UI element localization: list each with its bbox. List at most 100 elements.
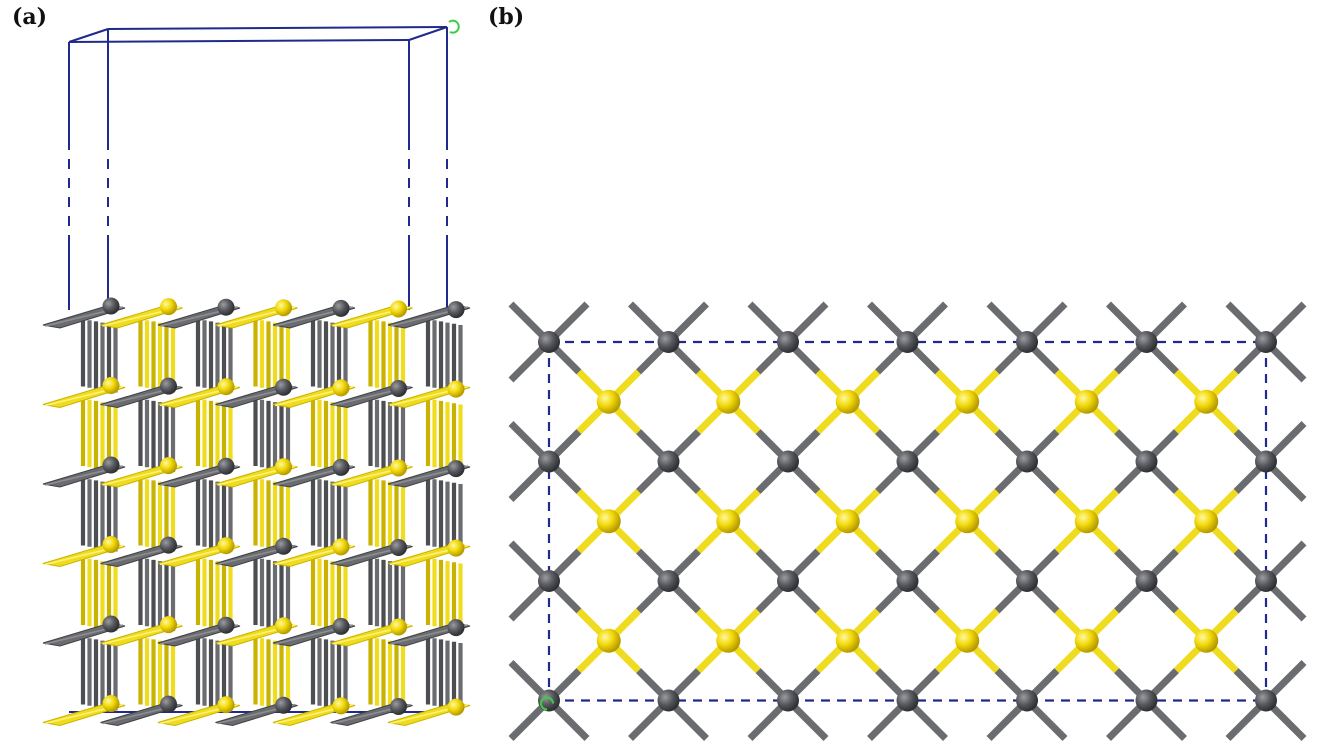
dark-atom [160, 377, 177, 395]
dark-atom [1135, 450, 1158, 473]
dark-atom [657, 689, 680, 712]
yellow-atom [390, 459, 407, 477]
dark-atom [217, 298, 235, 316]
dark-atom [1255, 689, 1277, 712]
side-view-panel [42, 19, 471, 727]
dark-atom [390, 539, 407, 556]
dark-atom [102, 456, 120, 474]
yellow-atom [596, 509, 621, 534]
dark-atom [275, 378, 292, 396]
dark-atom [1016, 570, 1038, 592]
dark-atom [1255, 331, 1277, 353]
yellow-atom [447, 698, 465, 716]
dark-atom [447, 619, 465, 637]
dark-atom [896, 331, 919, 353]
dark-atom [657, 570, 680, 592]
yellow-atom [716, 389, 741, 414]
dark-atom [160, 695, 177, 713]
yellow-atom [955, 509, 980, 534]
dark-atom [777, 689, 799, 712]
dark-atom [1255, 450, 1277, 473]
dark-atom [538, 331, 560, 353]
dark-atom [217, 457, 235, 475]
dark-atom [447, 301, 465, 319]
dark-atom [102, 615, 120, 633]
dark-atom [1016, 331, 1038, 353]
dark-atom [390, 698, 407, 715]
origin-marker-icon [540, 696, 554, 711]
yellow-atom [217, 378, 235, 396]
yellow-atom [955, 628, 980, 653]
top-view-panel [508, 301, 1307, 741]
yellow-atom [332, 379, 350, 397]
dark-atom [1135, 331, 1158, 353]
dark-atom [896, 570, 919, 592]
dark-atom [332, 617, 350, 635]
panel-label-a: (a) [12, 4, 48, 30]
yellow-atom [275, 458, 292, 476]
yellow-atom [1074, 509, 1099, 534]
cell-edge [408, 26, 448, 41]
yellow-atom [390, 300, 407, 318]
yellow-atom [835, 509, 860, 534]
dark-atom [160, 536, 177, 554]
yellow-atom [160, 616, 177, 634]
dark-atom [777, 450, 799, 473]
yellow-atom [160, 457, 177, 475]
yellow-atom [217, 537, 235, 555]
yellow-atom [102, 377, 120, 394]
unit-cell-dashed-outline [547, 340, 1268, 702]
yellow-atom [102, 695, 120, 712]
yellow-atom [1074, 628, 1099, 653]
yellow-atom [390, 618, 407, 636]
panel-label-b: (b) [488, 4, 525, 30]
dark-atom [896, 689, 919, 712]
dark-atom [1016, 689, 1038, 712]
axis-origin-marker-side [448, 19, 460, 34]
axis-origin-marker-top [540, 696, 554, 711]
dark-atom [657, 331, 680, 353]
yellow-atom [447, 380, 465, 398]
dark-atom [275, 696, 292, 714]
yellow-atom [332, 697, 350, 715]
dark-atom [538, 689, 560, 712]
yellow-atom [102, 536, 120, 553]
dark-atom [1255, 570, 1277, 592]
dark-atom [896, 450, 919, 473]
dark-atom [447, 460, 465, 478]
yellow-atom [835, 389, 860, 414]
yellow-atom [716, 509, 741, 534]
yellow-atom [217, 696, 235, 714]
dark-atom [1135, 689, 1158, 712]
yellow-atom [955, 389, 980, 414]
dark-atom [1016, 450, 1038, 473]
origin-marker-icon [448, 19, 460, 34]
yellow-atom [596, 389, 621, 414]
cell-edge [68, 28, 109, 43]
dark-atom [777, 331, 799, 353]
yellow-atom [275, 617, 292, 635]
yellow-atom [447, 539, 465, 557]
dark-atom [538, 570, 560, 592]
dark-atom [275, 537, 292, 555]
yellow-atom [1194, 628, 1219, 653]
atom-lattice-top-view [538, 331, 1277, 712]
yellow-atom [596, 628, 621, 653]
yellow-atom [160, 298, 177, 316]
yellow-atom [1194, 389, 1219, 414]
dark-atom [102, 297, 120, 315]
dark-atom [657, 450, 680, 473]
dark-atom [332, 299, 350, 317]
dark-atom [217, 616, 235, 634]
dark-atom [538, 450, 560, 473]
yellow-atom [1194, 509, 1219, 534]
yellow-atom [275, 299, 292, 317]
yellow-atom [332, 538, 350, 556]
yellow-atom [835, 628, 860, 653]
yellow-atom [716, 628, 741, 653]
dark-atom [390, 380, 407, 397]
bond-network-top-view [508, 301, 1307, 741]
layered-slab-side-view [42, 297, 471, 727]
dark-atom [777, 570, 799, 592]
